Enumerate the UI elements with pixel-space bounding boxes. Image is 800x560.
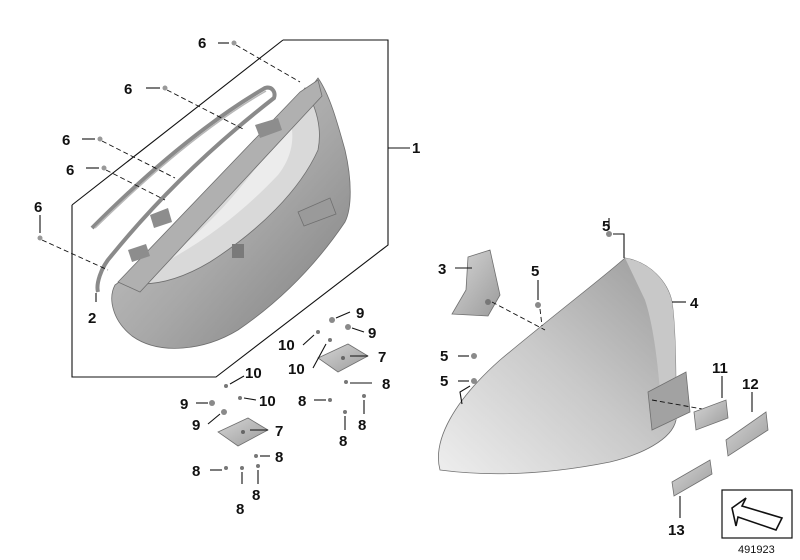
- callout-5: 5: [440, 373, 448, 390]
- callout-5: 5: [440, 348, 448, 365]
- reflector-13: [671, 459, 713, 497]
- case-latch: [232, 244, 244, 258]
- callout-8: 8: [236, 501, 244, 518]
- case-handle-recess: [297, 197, 337, 227]
- callout-9: 9: [356, 305, 364, 322]
- callout-8: 8: [358, 417, 366, 434]
- callout-5: 5: [531, 263, 539, 280]
- callout-8: 8: [252, 487, 260, 504]
- callout-10: 10: [259, 393, 276, 410]
- hinge-hardware-left: [196, 375, 270, 484]
- case-shell-assembly: [37, 39, 410, 378]
- screw-group-6: [37, 40, 301, 271]
- callout-7: 7: [275, 423, 283, 440]
- callout-8: 8: [275, 449, 283, 466]
- callout-6: 6: [66, 162, 74, 179]
- callout-12: 12: [742, 376, 759, 393]
- callout-11: 11: [712, 360, 728, 377]
- reflector-12: [725, 411, 769, 457]
- case-lid-assembly: [438, 218, 769, 518]
- callout-6: 6: [124, 81, 132, 98]
- callout-6: 6: [198, 35, 206, 52]
- callout-6: 6: [62, 132, 70, 149]
- arrow-icon: [721, 489, 793, 539]
- diagram-id: 491923: [738, 544, 775, 556]
- callout-2: 2: [88, 310, 96, 327]
- callout-3: 3: [438, 261, 446, 278]
- assembly-frame: [71, 39, 389, 378]
- reflector-11: [693, 399, 729, 431]
- callout-5: 5: [602, 218, 610, 235]
- callout-9: 9: [180, 396, 188, 413]
- callout-8: 8: [382, 376, 390, 393]
- callout-8: 8: [192, 463, 200, 480]
- callout-7: 7: [378, 349, 386, 366]
- assembly-frame-diagonal: [71, 39, 284, 206]
- lid-reflector-recess: [647, 371, 691, 431]
- seal-rail: [90, 85, 277, 293]
- callout-6: 6: [34, 199, 42, 216]
- callout-1: 1: [412, 140, 420, 157]
- hinge-hardware-right: [302, 311, 372, 430]
- callout-9: 9: [368, 325, 376, 342]
- callout-4: 4: [690, 295, 699, 312]
- callout-10: 10: [245, 365, 262, 382]
- callout-10: 10: [288, 361, 305, 378]
- callout-9: 9: [192, 417, 200, 434]
- mount-bracket: [451, 249, 501, 317]
- callout-10: 10: [278, 337, 295, 354]
- callout-13: 13: [668, 522, 685, 539]
- callout-8: 8: [298, 393, 306, 410]
- callout-labels: 1 2 3 4 5 5 5 5 6 6 6 6 6 7 7 8 8 8 8 8 …: [34, 35, 759, 539]
- screw-group-5: [458, 218, 625, 405]
- callout-8: 8: [339, 433, 347, 450]
